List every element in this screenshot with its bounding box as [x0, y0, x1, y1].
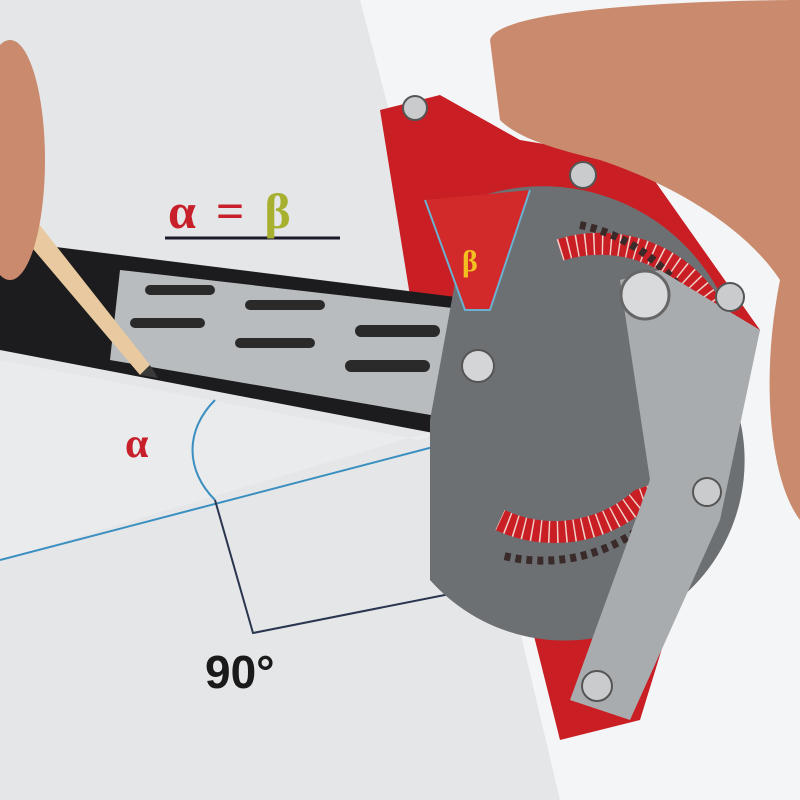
left-hand — [0, 40, 45, 280]
protractor-holes — [498, 221, 717, 565]
formula-equals: = — [215, 183, 251, 239]
right-hand — [490, 0, 800, 520]
pencil-tip — [140, 365, 158, 378]
paper-fold — [0, 360, 470, 560]
alpha-angle-label: α — [125, 421, 149, 467]
beta-angle-label: β — [462, 245, 478, 278]
pencil — [0, 200, 150, 375]
right-angle-label: 90° — [205, 646, 275, 698]
ruler-slots — [130, 285, 440, 372]
beta-wedge-outline — [424, 189, 531, 311]
right-angle-lines — [214, 499, 471, 635]
formula-alpha: α — [168, 183, 202, 239]
screw-heads — [402, 95, 745, 702]
lock-knob — [619, 269, 671, 321]
formula-beta: β — [264, 183, 297, 239]
alpha-arc — [191, 399, 216, 501]
construction-line-bottom — [0, 439, 461, 561]
beta-wedge — [425, 190, 530, 310]
steel-arm — [570, 270, 760, 720]
formula-label: α=β — [168, 182, 297, 240]
